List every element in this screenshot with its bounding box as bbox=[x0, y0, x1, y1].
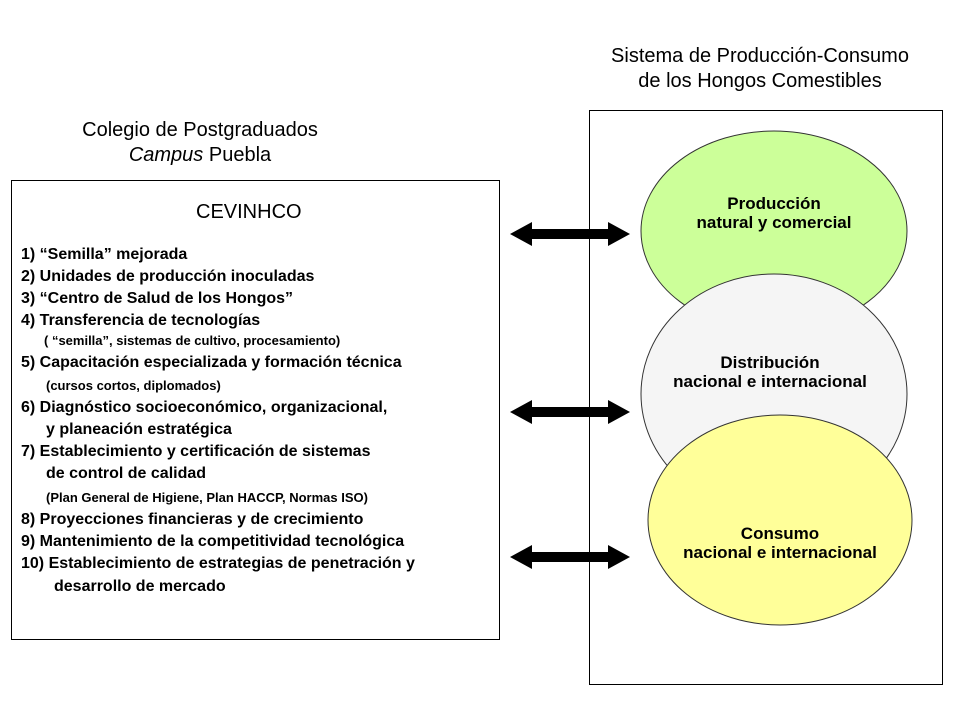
campus-label: Campus bbox=[128, 144, 204, 166]
service-item-continued: y planeación estratégica bbox=[46, 421, 232, 438]
double-arrow-production bbox=[510, 222, 630, 246]
double-arrow-consumption bbox=[510, 545, 630, 569]
production-title: Producción bbox=[727, 194, 821, 213]
consumption-label: Consumo nacional e internacional bbox=[630, 524, 930, 562]
institution-title: Colegio de Postgraduados Campus Puebla bbox=[10, 118, 390, 168]
service-item: 8) Proyecciones financieras y de crecimi… bbox=[21, 511, 364, 528]
service-item: 1) “Semilla” mejorada bbox=[21, 246, 188, 263]
consumption-subtitle: nacional e internacional bbox=[683, 543, 877, 562]
service-item-continued: de control de calidad bbox=[46, 465, 207, 482]
consumption-title: Consumo bbox=[740, 524, 820, 543]
distribution-subtitle: nacional e internacional bbox=[673, 372, 867, 391]
consumption-ellipse bbox=[647, 414, 913, 626]
production-subtitle: natural y comercial bbox=[696, 213, 852, 232]
distribution-label: Distribución nacional e internacional bbox=[620, 353, 920, 391]
production-label: Producción natural y comercial bbox=[624, 194, 924, 232]
institution-name: Colegio de Postgraduados bbox=[82, 119, 318, 141]
campus-name: Campus Puebla bbox=[10, 143, 390, 168]
service-item: 4) Transferencia de tecnologías bbox=[21, 312, 261, 329]
system-title: Sistema de Producción-Consumo de los Hon… bbox=[560, 44, 960, 94]
system-title-line1: Sistema de Producción-Consumo bbox=[611, 45, 909, 67]
service-item: 3) “Centro de Salud de los Hongos” bbox=[21, 290, 294, 307]
service-item: 10) Establecimiento de estrategias de pe… bbox=[21, 555, 415, 572]
service-item-continued: desarrollo de mercado bbox=[54, 578, 226, 595]
double-arrow-distribution bbox=[510, 400, 630, 424]
system-title-line2: de los Hongos Comestibles bbox=[638, 70, 882, 92]
service-note: (Plan General de Higiene, Plan HACCP, No… bbox=[46, 490, 368, 505]
campus-city: Puebla bbox=[203, 144, 272, 166]
cevinhco-heading: CEVINHCO bbox=[196, 201, 302, 223]
distribution-title: Distribución bbox=[720, 353, 820, 372]
service-note: ( “semilla”, sistemas de cultivo, proces… bbox=[44, 333, 341, 348]
service-item: 2) Unidades de producción inoculadas bbox=[21, 268, 315, 285]
cevinhco-box bbox=[11, 180, 500, 640]
service-note: (cursos cortos, diplomados) bbox=[46, 378, 221, 393]
system-box bbox=[589, 110, 943, 685]
service-item: 6) Diagnóstico socioeconómico, organizac… bbox=[21, 399, 388, 416]
service-item: 7) Establecimiento y certificación de si… bbox=[21, 443, 371, 460]
service-item: 5) Capacitación especializada y formació… bbox=[21, 354, 402, 371]
service-item: 9) Mantenimiento de la competitividad te… bbox=[21, 533, 405, 550]
